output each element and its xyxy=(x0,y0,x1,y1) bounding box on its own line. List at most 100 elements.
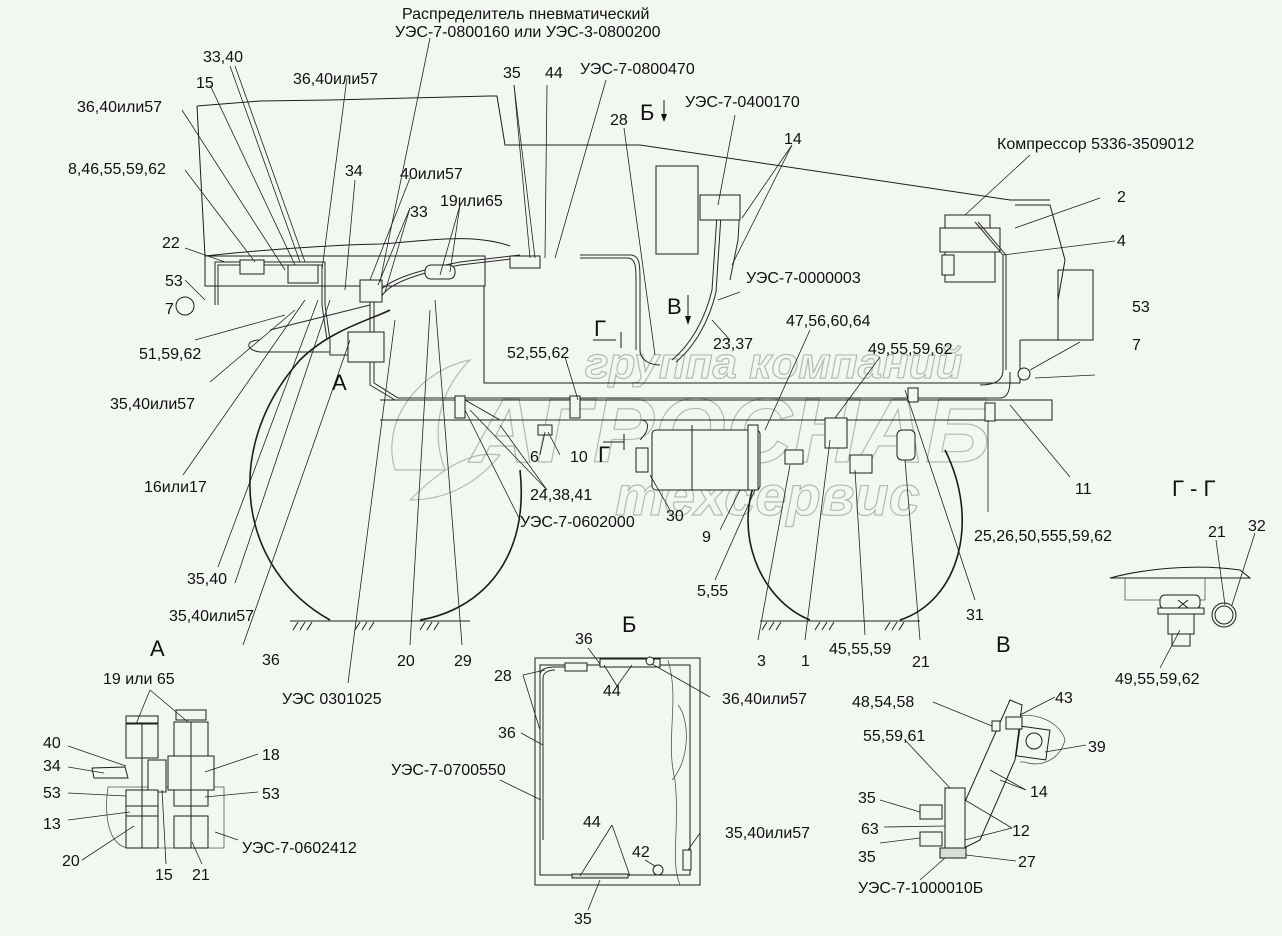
valve-22 xyxy=(239,259,265,275)
view-V-base-27 xyxy=(939,847,967,859)
pipe-lower-run xyxy=(369,300,648,441)
label-B-view-marker: Б xyxy=(640,100,654,125)
section-arrow-B xyxy=(661,100,667,122)
label-36-40-57-left: 36,40или57 xyxy=(77,99,162,116)
clamp-44 xyxy=(509,255,541,269)
view-V-mount-outline xyxy=(1009,714,1066,765)
label-22: 22 xyxy=(162,235,180,252)
ground-line-rear xyxy=(290,620,470,631)
fitting-block-A xyxy=(347,331,385,363)
view-B-pipe-36 xyxy=(539,666,575,840)
label-35-top: 35 xyxy=(503,65,521,82)
section-GG-label-32: 32 xyxy=(1248,518,1266,535)
valve-49 xyxy=(824,417,848,449)
cab-roof-outline xyxy=(196,95,1050,201)
label-29: 29 xyxy=(454,653,472,670)
label-53-right: 53 xyxy=(1132,299,1150,316)
view-A-label-18: 18 xyxy=(262,747,280,764)
view-B-frame xyxy=(534,657,701,886)
label-G-section-bottom: Г xyxy=(598,442,610,467)
label-36-40-57-top: 36,40или57 xyxy=(293,71,378,88)
view-V: В 48,54,58 43 55,59,61 39 35 14 63 xyxy=(852,632,1106,897)
section-arrow-V xyxy=(685,295,691,325)
section-GG-flange xyxy=(1157,607,1205,615)
clip-52b xyxy=(569,395,581,419)
watermark-logo-icon xyxy=(391,359,502,501)
view-B: Б 36 28 44 36,40или57 36 УЭС-7-07005 xyxy=(391,612,810,928)
front-wheel-right-arc xyxy=(899,449,964,621)
label-A-marker: А xyxy=(332,370,347,395)
view-B-label-42: 42 xyxy=(632,844,650,861)
view-B-fitting-36-40 xyxy=(645,656,655,666)
view-B-clamp-44-bottom xyxy=(571,873,629,879)
valve-40-57 xyxy=(359,279,383,303)
label-1: 1 xyxy=(801,653,810,670)
label-35-40-57-b: 35,40или57 xyxy=(169,608,254,625)
tee-6 xyxy=(537,424,553,436)
pipe-main-run xyxy=(373,300,1011,399)
section-GG: Г - Г 21 32 49,55,59,62 xyxy=(1109,476,1266,688)
pipe-pedal-run xyxy=(671,199,719,361)
label-31: 31 xyxy=(966,607,984,624)
view-V-label-63: 63 xyxy=(861,821,879,838)
view-V-label-39: 39 xyxy=(1088,739,1106,756)
section-GG-cover xyxy=(1109,566,1252,579)
view-A-label-ues-0602412: УЭС-7-0602412 xyxy=(242,840,357,857)
view-B-clamp-44-top xyxy=(599,658,661,668)
view-V-label-43: 43 xyxy=(1055,690,1073,707)
label-6: 6 xyxy=(530,449,539,466)
view-A-label-53-right: 53 xyxy=(262,786,280,803)
frame-rail xyxy=(380,399,1053,421)
view-V-label-48-54-58: 48,54,58 xyxy=(852,694,914,711)
label-ues-0400170: УЭС-7-0400170 xyxy=(685,94,800,111)
section-GG-label-49-55-59-62: 49,55,59,62 xyxy=(1115,671,1200,688)
ground-line-front xyxy=(760,620,920,631)
compressor xyxy=(939,214,1031,386)
cab-floor-wave xyxy=(204,238,511,257)
label-34: 34 xyxy=(345,163,363,180)
view-V-label-27: 27 xyxy=(1018,854,1036,871)
label-19-65: 19или65 xyxy=(440,193,503,210)
view-A-label-34: 34 xyxy=(43,758,61,775)
label-9: 9 xyxy=(702,529,711,546)
view-A-label-15: 15 xyxy=(155,867,173,884)
bracket-45 xyxy=(849,454,873,474)
label-24-38-41: 24,38,41 xyxy=(530,487,592,504)
label-28: 28 xyxy=(610,112,628,129)
front-wheel-left-arc xyxy=(747,469,811,621)
view-A-label-21: 21 xyxy=(192,867,210,884)
air-receiver-30 xyxy=(651,429,761,491)
label-49-55-59-62: 49,55,59,62 xyxy=(868,341,953,358)
engine-block xyxy=(1057,269,1094,341)
view-A-label-19-65: 19 или 65 xyxy=(103,671,175,688)
body-box xyxy=(483,286,1021,384)
watermark-line1: группа компаний xyxy=(585,339,963,388)
label-11: 11 xyxy=(1075,481,1092,498)
leader-lines-main xyxy=(181,37,1116,684)
title-distributor-line1: Распределитель пневматический xyxy=(402,6,649,23)
view-A-tee-15 xyxy=(147,759,167,793)
seat-back xyxy=(655,165,699,255)
label-21-main: 21 xyxy=(912,654,930,671)
view-V-bracket-43 xyxy=(1005,716,1023,730)
label-52-55-62: 52,55,62 xyxy=(507,345,569,362)
label-G-section-top: Г xyxy=(594,316,606,341)
label-36-bottom: 36 xyxy=(262,652,280,669)
view-A-label-13: 13 xyxy=(43,816,61,833)
drain-valve xyxy=(635,447,649,473)
rear-wheel-right-arc xyxy=(419,469,523,621)
label-ues-0602000: УЭС-7-0602000 xyxy=(520,514,635,531)
rear-wheel-left-arc xyxy=(249,309,391,621)
view-A-label-53-left: 53 xyxy=(43,785,61,802)
label-5-55: 5,55 xyxy=(697,583,728,600)
section-GG-body xyxy=(1167,613,1195,635)
pipe-center-run xyxy=(580,254,661,366)
label-45-55-59: 45,55,59 xyxy=(829,641,891,658)
section-GG-label-21: 21 xyxy=(1208,524,1226,541)
title-distributor-line2: УЭС-7-0800160 или УЭС-3-0800200 xyxy=(395,24,661,41)
view-V-label-55-59-61: 55,59,61 xyxy=(863,728,925,745)
label-ues-0000003: УЭС-7-0000003 xyxy=(746,270,861,287)
view-B-label-28: 28 xyxy=(494,668,512,685)
view-B-fitting-28 xyxy=(564,662,588,672)
